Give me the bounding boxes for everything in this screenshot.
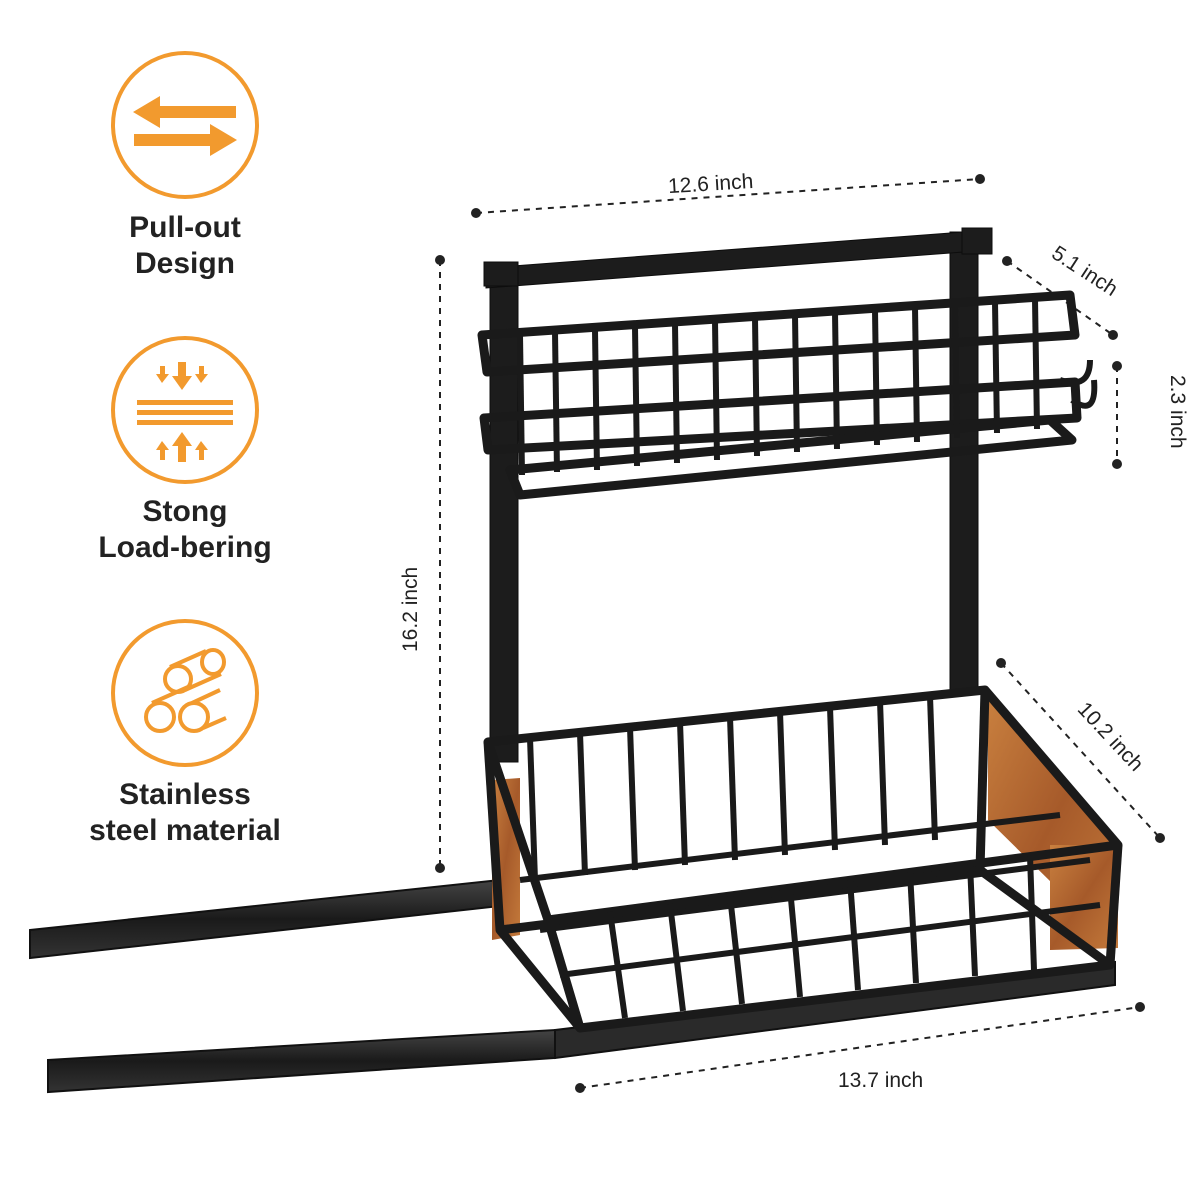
lower-basket <box>483 685 1123 1033</box>
dim-total-height: 16.2 inch <box>399 567 422 652</box>
feature-label-line2: Design <box>134 247 236 280</box>
feature-label-line1: Pull-out <box>129 211 241 244</box>
feature-label-line1: Stong <box>142 495 228 528</box>
dimension-endpoints <box>435 174 1165 1093</box>
dim-bottom-depth: 10.2 inch <box>1073 698 1148 776</box>
dim-top-height: 2.3 inch <box>1166 375 1189 449</box>
load-bearing-icon <box>111 336 259 484</box>
rack-frame <box>483 227 993 763</box>
feature-stainless-steel: Stainless steel material <box>60 777 310 849</box>
feature-label-line1: Stainless <box>119 778 251 811</box>
feature-load-bearing: Stong Load-bering <box>60 494 310 566</box>
dim-top-width: 12.6 inch <box>667 170 753 198</box>
feature-label-line2: steel material <box>89 814 281 847</box>
steel-pipes-icon <box>111 619 259 767</box>
upper-basket <box>477 290 1098 500</box>
pull-out-arrows-icon <box>111 51 259 199</box>
feature-pull-out: Pull-out Design <box>60 210 310 282</box>
dim-bottom-width: 13.7 inch <box>838 1069 923 1092</box>
feature-label-line2: Load-bering <box>98 531 272 564</box>
